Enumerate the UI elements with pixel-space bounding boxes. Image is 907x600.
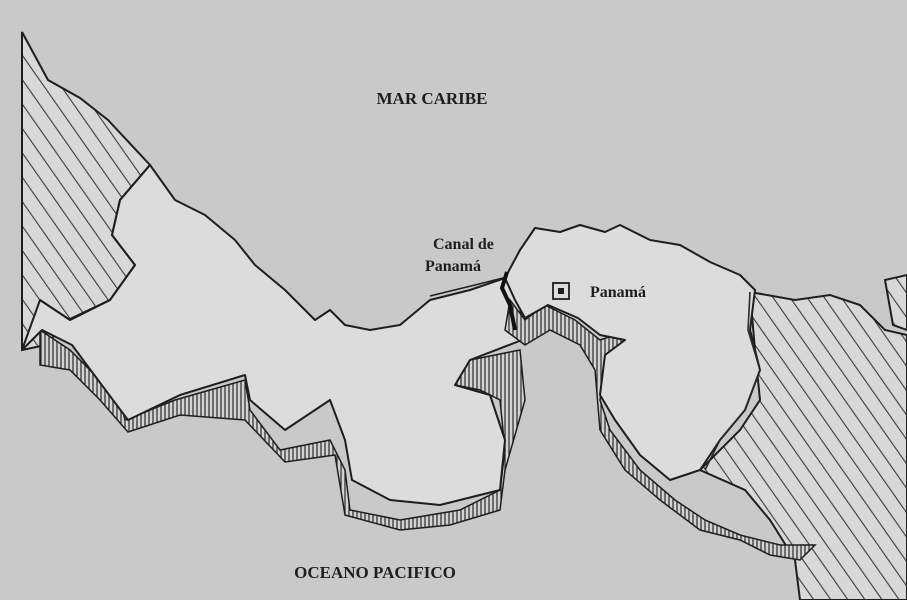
square-dot-icon	[552, 282, 570, 300]
pacific-ocean-label: OCEANO PACIFICO	[294, 563, 456, 582]
canal-path	[499, 271, 517, 331]
panama-west-relief	[39, 328, 526, 531]
panama-west-land	[21, 164, 523, 506]
canal-label-line2: Panamá	[425, 258, 481, 275]
province-border	[704, 291, 761, 471]
caribbean-sea-label: MAR CARIBE	[377, 89, 488, 108]
colombia-coast-east	[883, 273, 907, 332]
costa-rica-border	[39, 164, 151, 322]
colombia-territory	[698, 290, 907, 600]
capital-city-label: Panamá	[590, 284, 646, 301]
canal-pointer-line	[429, 276, 508, 297]
canal-label-line1: Canal de	[433, 236, 494, 253]
